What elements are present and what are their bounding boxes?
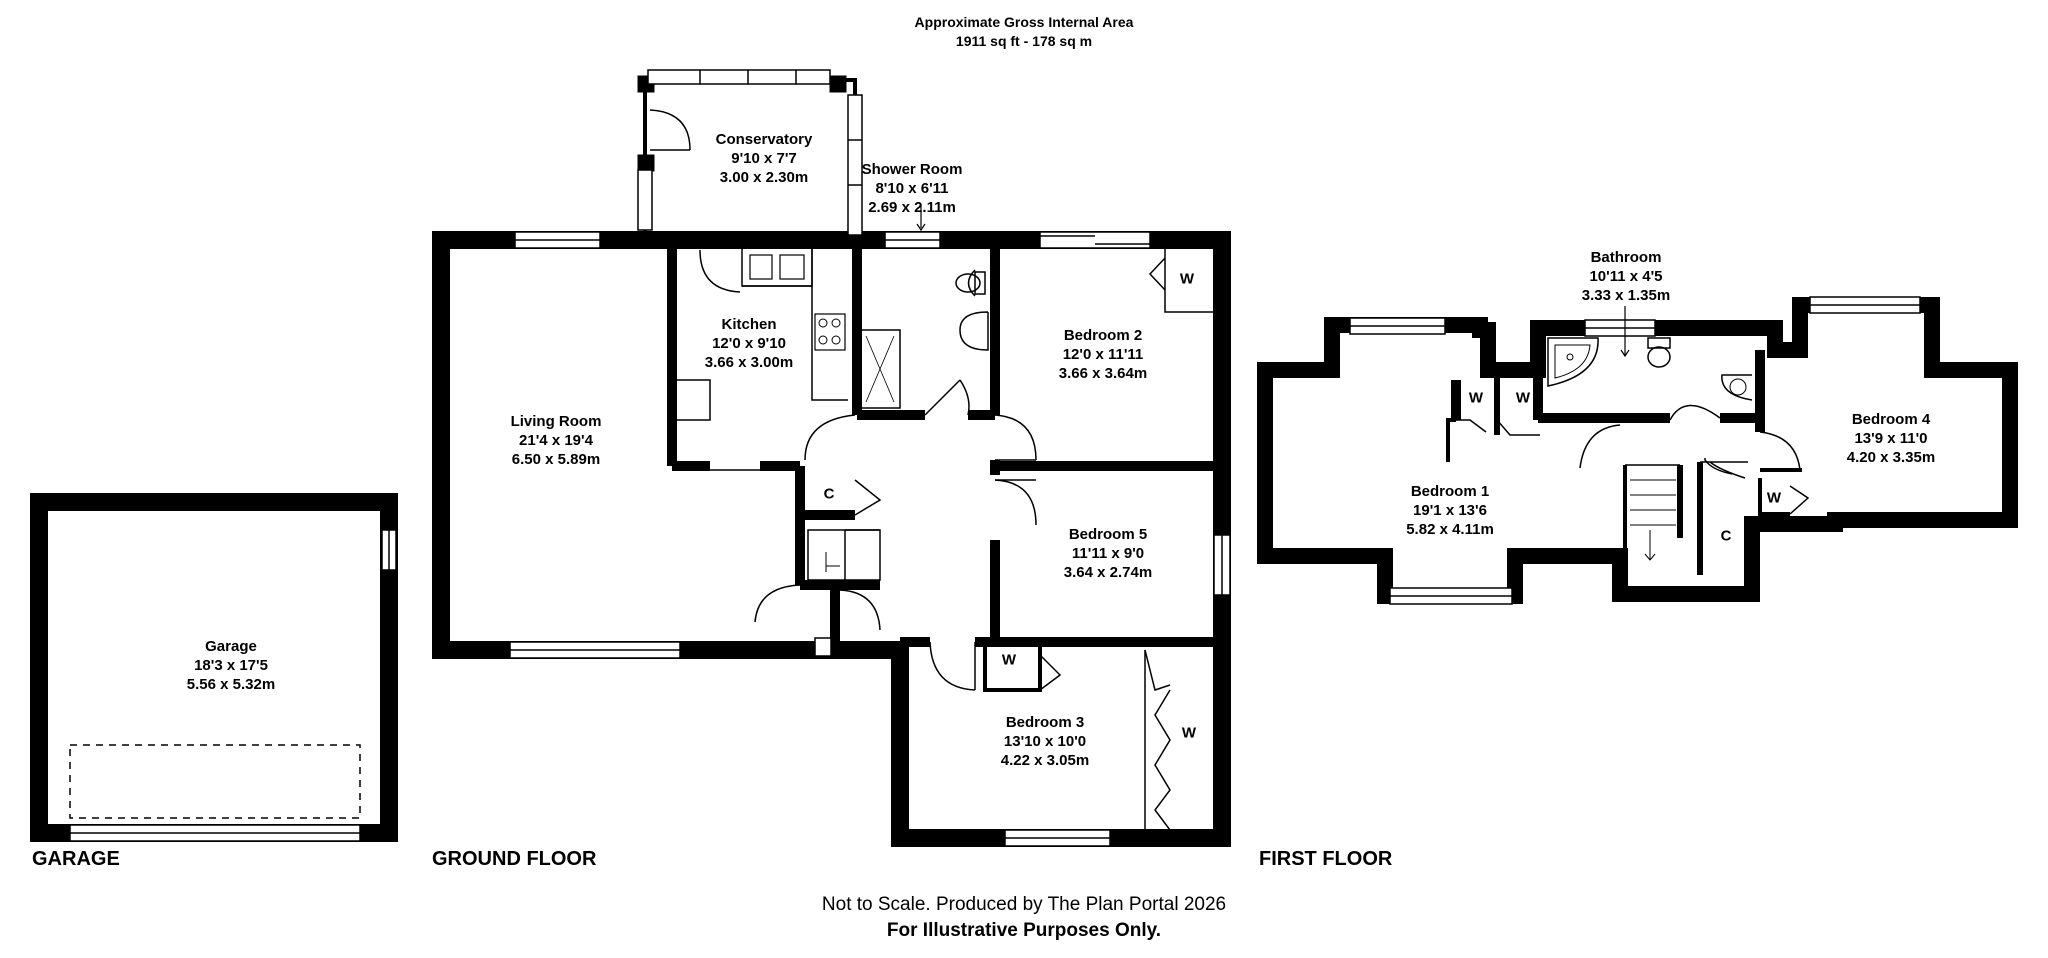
room-name: Bathroom	[1590, 249, 1662, 266]
room-metric: 3.66 x 3.00m	[704, 354, 794, 371]
wardrobe-tag: W	[1515, 389, 1531, 407]
room-name: Conservatory	[715, 131, 813, 148]
room-metric: 5.56 x 5.32m	[186, 676, 276, 693]
room-imperial: 12'0 x 9'10	[712, 335, 786, 352]
room-name: Kitchen	[721, 316, 777, 333]
floor-label-garage: GARAGE	[32, 848, 120, 870]
room-conservatory: Conservatory 9'10 x 7'7 3.00 x 2.30m	[716, 130, 813, 187]
room-imperial: 18'3 x 17'5	[194, 657, 268, 674]
room-name: Bedroom 4	[1851, 411, 1931, 428]
room-bedroom-3: Bedroom 3 13'10 x 10'0 4.22 x 3.05m	[1001, 713, 1089, 770]
floor-label-ground: GROUND FLOOR	[432, 848, 597, 870]
room-metric: 3.64 x 2.74m	[1063, 564, 1153, 581]
room-imperial: 10'11 x 4'5	[1589, 268, 1663, 285]
wardrobe-tag: W	[1001, 651, 1017, 669]
room-imperial: 8'10 x 6'11	[875, 180, 949, 197]
room-name: Bedroom 2	[1063, 327, 1143, 344]
room-imperial: 11'11 x 9'0	[1071, 545, 1145, 562]
room-name: Bedroom 5	[1068, 526, 1148, 543]
room-imperial: 12'0 x 11'11	[1062, 346, 1144, 363]
room-imperial: 9'10 x 7'7	[731, 150, 797, 167]
room-metric: 4.20 x 3.35m	[1846, 449, 1936, 466]
room-metric: 2.69 x 2.11m	[868, 199, 956, 216]
room-bedroom-2: Bedroom 2 12'0 x 11'11 3.66 x 3.64m	[1059, 326, 1147, 383]
floor-label-first: FIRST FLOOR	[1259, 848, 1393, 870]
area-title: Approximate Gross Internal Area	[914, 14, 1134, 30]
room-metric: 3.00 x 2.30m	[719, 169, 809, 186]
room-imperial: 13'9 x 11'0	[1854, 430, 1928, 447]
room-bedroom-1: Bedroom 1 19'1 x 13'6 5.82 x 4.11m	[1406, 482, 1494, 539]
room-metric: 4.22 x 3.05m	[1000, 752, 1090, 769]
room-bedroom-4: Bedroom 4 13'9 x 11'0 4.20 x 3.35m	[1847, 410, 1935, 467]
area-value: 1911 sq ft - 178 sq m	[955, 33, 1093, 49]
footer-credit: Not to Scale. Produced by The Plan Porta…	[821, 894, 1227, 915]
cupboard-tag: C	[823, 485, 835, 503]
garage-plan	[30, 493, 398, 842]
room-garage: Garage 18'3 x 17'5 5.56 x 5.32m	[187, 637, 275, 694]
room-metric: 3.33 x 1.35m	[1581, 287, 1671, 304]
room-kitchen: Kitchen 12'0 x 9'10 3.66 x 3.00m	[705, 315, 793, 372]
wardrobe-tag: W	[1181, 724, 1197, 742]
ground-floor-plan	[432, 69, 1231, 847]
cupboard-tag: C	[1720, 527, 1732, 545]
room-living: Living Room 21'4 x 19'4 6.50 x 5.89m	[511, 412, 602, 469]
room-imperial: 19'1 x 13'6	[1413, 502, 1487, 519]
room-name: Garage	[205, 638, 257, 655]
room-imperial: 21'4 x 19'4	[519, 432, 593, 449]
room-name: Bedroom 3	[1005, 714, 1085, 731]
room-imperial: 13'10 x 10'0	[1003, 733, 1087, 750]
room-metric: 3.66 x 3.64m	[1058, 365, 1148, 382]
room-name: Shower Room	[861, 161, 963, 178]
first-floor-plan	[1257, 296, 2018, 605]
footer-disclaimer: For Illustrative Purposes Only.	[886, 920, 1162, 941]
room-metric: 5.82 x 4.11m	[1406, 521, 1494, 538]
wardrobe-tag: W	[1179, 270, 1195, 288]
room-name: Bedroom 1	[1410, 483, 1490, 500]
room-name: Living Room	[510, 413, 602, 430]
wardrobe-tag: W	[1766, 489, 1782, 507]
room-bathroom: Bathroom 10'11 x 4'5 3.33 x 1.35m	[1582, 248, 1670, 305]
room-shower: Shower Room 8'10 x 6'11 2.69 x 2.11m	[862, 160, 963, 217]
room-metric: 6.50 x 5.89m	[511, 451, 601, 468]
wardrobe-tag: W	[1468, 389, 1484, 407]
room-bedroom-5: Bedroom 5 11'11 x 9'0 3.64 x 2.74m	[1064, 525, 1152, 582]
